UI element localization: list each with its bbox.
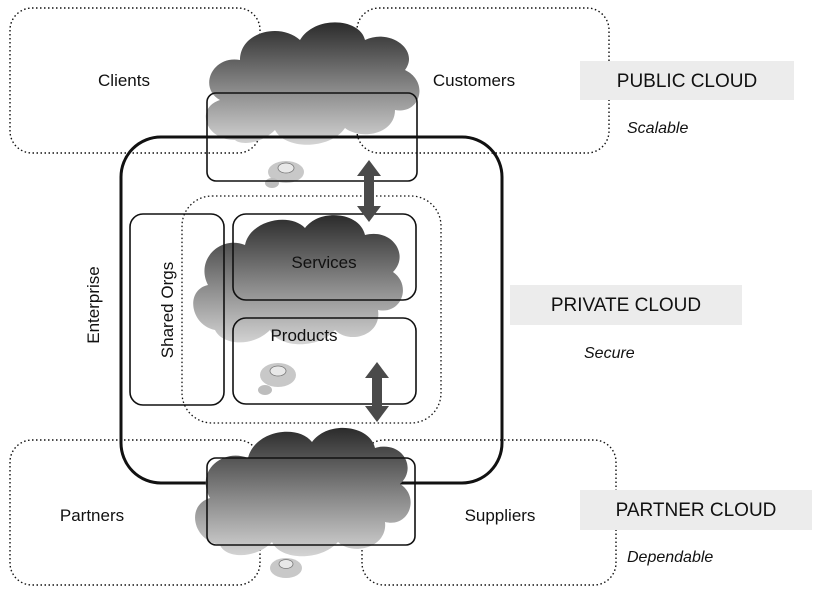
public-private-arrow — [357, 160, 381, 222]
enterprise-label: Enterprise — [84, 266, 103, 343]
public-cloud-tagline: Scalable — [627, 120, 688, 137]
clients-label: Clients — [98, 71, 150, 90]
partner-cloud-title: PARTNER CLOUD — [616, 500, 777, 521]
partner-cloud-icon — [195, 427, 411, 578]
products-label: Products — [270, 326, 337, 345]
suppliers-label: Suppliers — [465, 506, 536, 525]
private-partner-arrow — [365, 362, 389, 422]
private-cloud-title: PRIVATE CLOUD — [551, 295, 701, 316]
customers-label: Customers — [433, 71, 515, 90]
public-cloud-title-box — [580, 61, 794, 100]
partners-label: Partners — [60, 506, 124, 525]
private-cloud-icon — [193, 215, 403, 395]
public-cloud-title: PUBLIC CLOUD — [617, 71, 757, 92]
partner-cloud-title-box — [580, 490, 812, 530]
partner-cloud-tagline: Dependable — [627, 549, 713, 566]
products-box — [232, 317, 417, 405]
shared-orgs-box — [129, 213, 225, 406]
partner-cloud-frame — [206, 457, 416, 546]
private-cloud-tagline: Secure — [584, 345, 635, 362]
services-label: Services — [291, 253, 356, 272]
shared-orgs-label: Shared Orgs — [158, 262, 177, 358]
public-cloud-icon — [205, 22, 420, 188]
private-cloud-title-box — [510, 285, 742, 325]
suppliers-zone — [361, 439, 617, 586]
services-box — [232, 213, 417, 301]
